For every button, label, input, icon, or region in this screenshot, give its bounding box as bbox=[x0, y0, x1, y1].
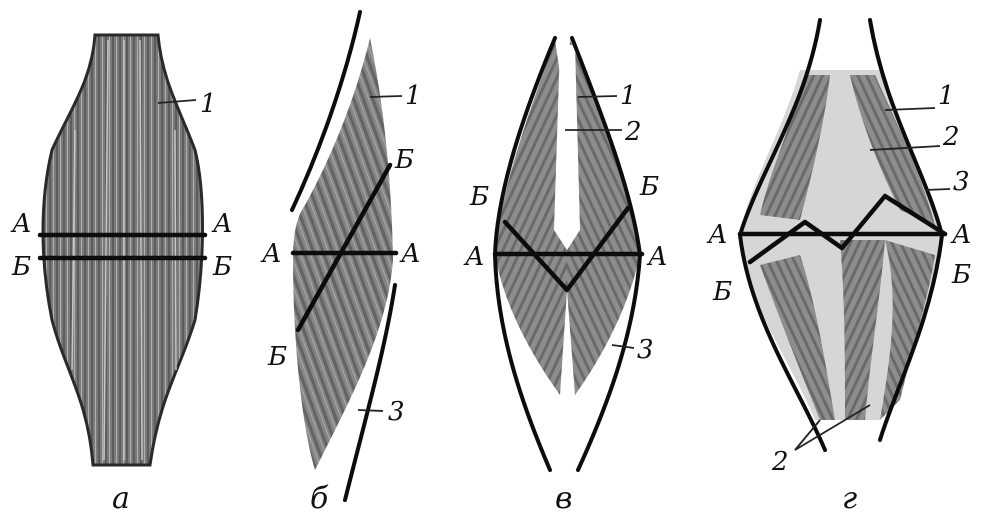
panel-g-leader-1 bbox=[884, 107, 936, 111]
panel-b-label-3: 3 bbox=[388, 397, 405, 427]
panel-g-label-a-right: А bbox=[950, 220, 972, 250]
caption-b: б bbox=[310, 481, 329, 516]
panel-v-section-line-b bbox=[502, 205, 631, 293]
panel-g-leader-2-bottom-a bbox=[794, 419, 821, 451]
panel-a-label-b-right: Б bbox=[212, 252, 232, 282]
panel-v-muscle-left-half bbox=[495, 40, 567, 395]
panel-b-label-b-bottom: Б bbox=[267, 342, 287, 372]
caption-a: а bbox=[112, 481, 130, 516]
panel-v-muscle-right-half bbox=[567, 40, 640, 395]
panel-v-leader-1 bbox=[577, 95, 618, 98]
panel-a-leader-1 bbox=[157, 99, 197, 104]
panel-g-label-b-right: Б bbox=[951, 260, 971, 290]
panel-b-label-1: 1 bbox=[405, 81, 422, 111]
panel-b-unipennate-muscle: 1 Б А А Б 3 б bbox=[260, 10, 422, 516]
panel-v-leader-3 bbox=[611, 344, 635, 349]
panel-b-section-line-b bbox=[295, 162, 393, 333]
panel-g-leader-2 bbox=[869, 145, 941, 151]
panel-v-label-a-left: А bbox=[463, 242, 485, 272]
panel-v-label-b-left: Б bbox=[469, 182, 489, 212]
panel-g-label-a-left: А bbox=[706, 220, 728, 250]
panel-v-label-1: 1 bbox=[620, 81, 637, 111]
panel-g-label-2: 2 bbox=[942, 122, 960, 152]
panel-g-label-1: 1 bbox=[938, 81, 955, 111]
panel-b-tendon-lower bbox=[343, 283, 397, 502]
panel-v-label-3: 3 bbox=[637, 335, 654, 365]
panel-g-leader-3 bbox=[924, 188, 951, 191]
panel-a-label-a-left: А bbox=[10, 209, 32, 239]
caption-v: в bbox=[555, 481, 572, 516]
panel-b-leader-3 bbox=[357, 409, 384, 412]
panel-g-label-2-bottom: 2 bbox=[771, 447, 789, 477]
panel-v-central-tendon bbox=[554, 45, 580, 250]
panel-v-label-2: 2 bbox=[624, 117, 642, 147]
panel-a-label-1: 1 bbox=[200, 89, 217, 119]
panel-b-label-a-left: А bbox=[260, 239, 282, 269]
panel-v-label-a-right: А bbox=[646, 242, 668, 272]
panel-g-multipennate-muscle: 1 2 3 А А Б Б 2 г bbox=[706, 18, 972, 516]
panel-g-section-line-b bbox=[747, 193, 948, 265]
caption-g: г bbox=[842, 481, 857, 516]
panel-g-label-b-left: Б bbox=[712, 277, 732, 307]
panel-a-muscle-body bbox=[41, 33, 204, 467]
panel-b-label-a-right: А bbox=[399, 239, 421, 269]
panel-g-label-3: 3 bbox=[953, 167, 970, 197]
panel-a-label-a-right: А bbox=[211, 209, 233, 239]
panel-g-fiber-bundles bbox=[760, 75, 935, 420]
panel-a-parallel-muscle: 1 А А Б Б а bbox=[10, 33, 233, 516]
panel-b-leader-1 bbox=[369, 95, 403, 98]
panel-v-bipennate-muscle: 1 2 Б Б А А 3 в bbox=[463, 36, 668, 516]
panel-b-tendon-upper bbox=[290, 10, 362, 212]
panel-a-fiber-highlights bbox=[71, 39, 177, 461]
panel-v-label-b-right: Б bbox=[639, 172, 659, 202]
panel-a-label-b-left: Б bbox=[11, 252, 31, 282]
panel-g-leader-2-bottom-b bbox=[794, 404, 871, 451]
panel-b-label-b-top: Б bbox=[394, 145, 414, 175]
